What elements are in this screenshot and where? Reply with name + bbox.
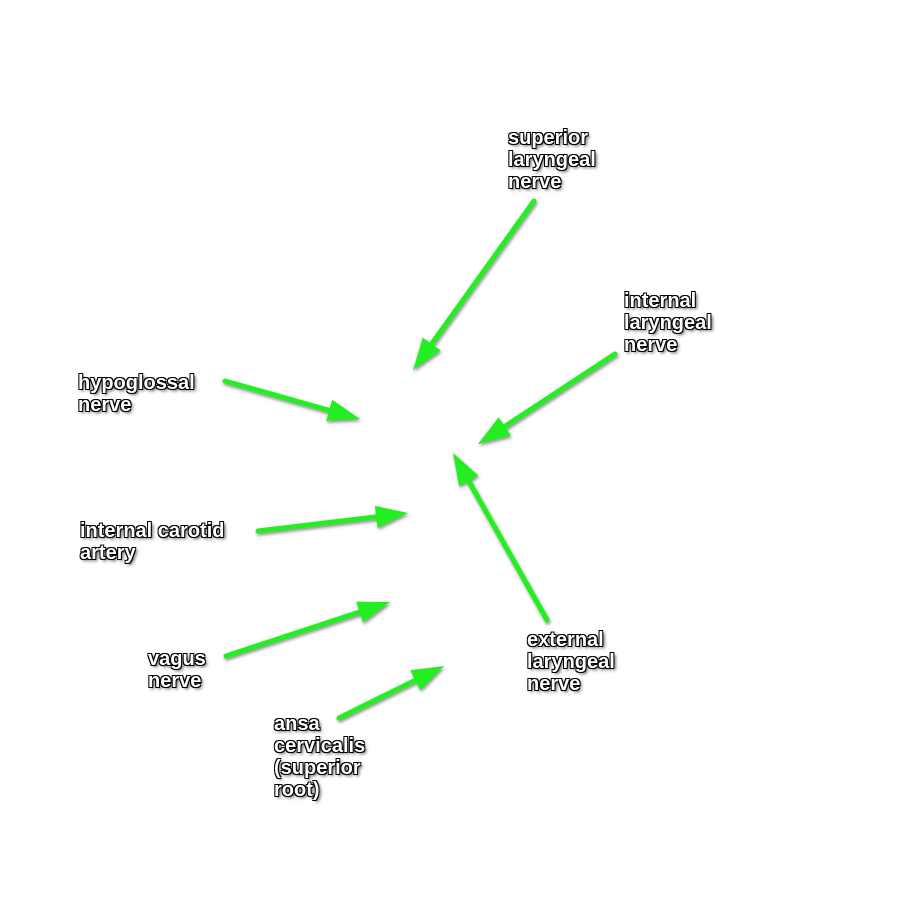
arrow-external-laryngeal-nerve-shaft — [465, 476, 550, 623]
arrow-external-laryngeal-nerve — [453, 453, 550, 623]
arrow-internal-laryngeal-nerve-shaft — [500, 351, 618, 431]
arrow-hypoglossal-nerve-head — [326, 399, 360, 421]
arrow-vagus-nerve-head — [356, 601, 390, 623]
label-superior-laryngeal-nerve: superior laryngeal nerve — [508, 127, 596, 193]
arrow-superior-laryngeal-nerve-head — [413, 337, 441, 370]
arrow-external-laryngeal-nerve-head — [453, 453, 479, 487]
arrow-hypoglossal-nerve — [222, 378, 360, 421]
arrow-superior-laryngeal-nerve-shaft — [427, 198, 537, 349]
arrow-ansa-cervicalis-head — [410, 666, 444, 691]
arrow-ansa-cervicalis-shaft — [336, 676, 420, 721]
arrow-superior-laryngeal-nerve — [413, 198, 537, 370]
arrow-internal-carotid-artery-head — [374, 505, 408, 528]
arrow-internal-carotid-artery — [255, 505, 408, 534]
label-hypoglossal-nerve: hypoglossal nerve — [78, 372, 195, 416]
arrow-hypoglossal-nerve-shaft — [222, 378, 334, 414]
arrow-ansa-cervicalis — [336, 666, 444, 721]
arrow-internal-laryngeal-nerve — [478, 351, 618, 444]
label-external-laryngeal-nerve: external laryngeal nerve — [527, 629, 615, 695]
label-internal-carotid-artery: internal carotid artery — [80, 520, 225, 564]
arrow-internal-laryngeal-nerve-head — [478, 417, 511, 444]
label-internal-laryngeal-nerve: internal laryngeal nerve — [624, 290, 712, 356]
label-ansa-cervicalis: ansa cervicalis (superior root) — [274, 713, 366, 801]
label-vagus-nerve: vagus nerve — [148, 648, 206, 692]
arrow-vagus-nerve-shaft — [223, 608, 365, 659]
arrow-internal-carotid-artery-shaft — [255, 514, 381, 534]
arrow-vagus-nerve — [223, 601, 390, 659]
